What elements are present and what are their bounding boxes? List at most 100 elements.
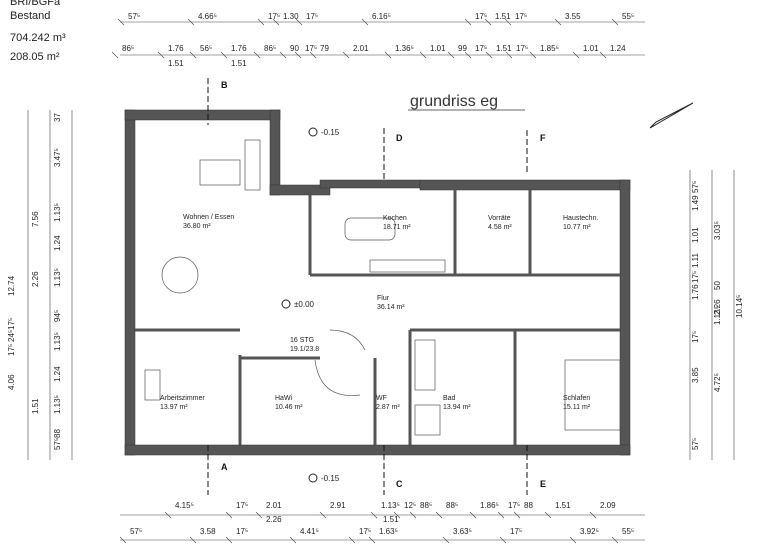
- room-wohnen-name: Wohnen / Essen: [183, 214, 234, 221]
- top-row2-value: 90: [290, 44, 299, 53]
- dimension-tick: [189, 536, 197, 544]
- dimension-tick: [505, 51, 513, 59]
- bottom-row1-value: 88⁵: [420, 501, 432, 510]
- top-row1-value: 55⁵: [622, 12, 634, 21]
- left-col3-value: 17⁵: [7, 318, 16, 330]
- top-row1-value: 6.16⁵: [372, 12, 391, 21]
- bottom-row1-value: 1.51: [555, 501, 571, 510]
- dimension-tick: [572, 51, 580, 59]
- dimension-tick: [220, 51, 228, 59]
- section-labels: A B C D E F: [221, 80, 546, 489]
- room-vorraete-name: Vorräte: [488, 215, 511, 222]
- top-row2-value: 17⁵: [516, 44, 528, 53]
- dimension-tick: [504, 18, 512, 26]
- dimension-tick: [529, 51, 537, 59]
- left-col1-value: 88: [53, 429, 62, 438]
- bottom-row1-value: 88: [524, 501, 533, 510]
- right-col1-value: 1.11: [691, 252, 700, 268]
- plan-title: grundriss eg: [410, 93, 498, 110]
- left-col1-value: 1.24: [53, 366, 62, 382]
- dimension-tick: [464, 51, 472, 59]
- dimension-tick: [164, 511, 172, 519]
- dimension-tick: [225, 536, 233, 544]
- bottom-row1-value: 17⁵: [236, 501, 248, 510]
- furniture: [144, 139, 621, 436]
- dimension-tick: [117, 18, 125, 26]
- top-row2-value: 17⁵: [305, 44, 317, 53]
- room-wohnen-area: 36.80 m²: [183, 223, 211, 230]
- dimension-tick: [419, 51, 427, 59]
- top-row1-value: 17⁵: [475, 12, 487, 21]
- bottom-row2-value: 17⁵: [359, 527, 371, 536]
- top-row1-value: 17⁵: [306, 12, 318, 21]
- level-marker-icon: [308, 127, 318, 137]
- section-lines: [207, 78, 528, 495]
- dimension-tick: [544, 511, 552, 519]
- dimension-tick: [157, 51, 165, 59]
- info-line-2: Bestand: [10, 10, 51, 22]
- top-row2-value: 17⁵: [475, 44, 487, 53]
- left-col1-value: 1.13⁵: [53, 268, 62, 287]
- dimension-lines: [27, 21, 735, 541]
- left-col1-value: 1.13⁵: [53, 203, 62, 222]
- exterior-walls: [124, 109, 631, 456]
- stair-name: 16 STG: [290, 337, 314, 344]
- room-arbeitszimmer-area: 13.97 m²: [160, 404, 188, 411]
- room-labels: Wohnen / Essen 36.80 m² Kochen 18.71 m² …: [160, 214, 598, 411]
- right-col1-value: 1.76: [691, 284, 700, 300]
- bottom-row1-value: 88⁵: [446, 501, 458, 510]
- section-c-label: C: [396, 479, 403, 489]
- left-col3-value: 12.74: [7, 275, 16, 296]
- room-hawi-area: 10.46 m²: [275, 404, 303, 411]
- top-row1-value: 4.66⁵: [198, 12, 217, 21]
- right-col1-value: 17⁵: [691, 271, 700, 283]
- room-bad-area: 13.94 m²: [443, 404, 471, 411]
- stair-values: 19.1/23.8: [290, 346, 319, 353]
- top-row2-value: 1.51: [496, 44, 512, 53]
- dimension-tick: [225, 511, 233, 519]
- top-row2-value: 86⁵: [122, 44, 134, 53]
- top-row2-value: 1.76: [231, 44, 247, 53]
- dimension-tick: [319, 511, 327, 519]
- right-col2-value: 50: [713, 281, 722, 290]
- bottom-row1-sub-value: 2.26: [266, 515, 282, 524]
- room-kochen-area: 18.71 m²: [383, 224, 411, 231]
- dimension-ticks: [111, 18, 619, 544]
- dimension-tick: [384, 51, 392, 59]
- dimension-tick: [485, 51, 493, 59]
- level-top: -0.15: [321, 128, 340, 137]
- section-b-label: B: [221, 80, 228, 90]
- left-col3-value: 17⁵: [7, 344, 16, 356]
- left-col2-value: 1.51: [31, 398, 40, 414]
- top-row1-value: 17⁵: [268, 12, 280, 21]
- room-kochen-name: Kochen: [383, 215, 407, 222]
- bottom-row1-value: 17⁵: [508, 501, 520, 510]
- section-e-label: E: [540, 479, 546, 489]
- room-hawi-name: HaWi: [275, 395, 293, 402]
- top-row1-value: 57⁵: [128, 12, 140, 21]
- room-schlafen-name: Schlafen: [563, 395, 590, 402]
- right-col2-value: 3.03⁵: [713, 221, 722, 240]
- dimension-tick: [611, 536, 619, 544]
- dimension-tick: [279, 51, 287, 59]
- bottom-row2-value: 3.92⁵: [580, 527, 599, 536]
- dimension-tick: [611, 18, 619, 26]
- level-marker-icon: [308, 473, 318, 483]
- right-col2-value: 1.13⁵: [713, 306, 722, 325]
- bottom-row1-value: 1.86⁵: [480, 501, 499, 510]
- level-marker-icon: [281, 299, 291, 309]
- bottom-row2-value: 57⁵: [130, 527, 142, 536]
- bottom-row2-value: 55⁵: [622, 527, 634, 536]
- right-col3-value: 10.14⁵: [735, 295, 744, 318]
- room-haustechn-name: Haustechn.: [563, 215, 598, 222]
- dimension-tick: [469, 511, 477, 519]
- bottom-row2-value: 17⁵: [236, 527, 248, 536]
- dimension-tick: [111, 51, 119, 59]
- dimension-tick: [409, 511, 417, 519]
- room-haustechn-area: 10.77 m²: [563, 224, 591, 231]
- dimension-tick: [257, 18, 265, 26]
- top-row2-value: 1.24: [610, 44, 626, 53]
- left-col1-value: 3.47⁵: [53, 148, 62, 167]
- dimension-tick: [442, 536, 450, 544]
